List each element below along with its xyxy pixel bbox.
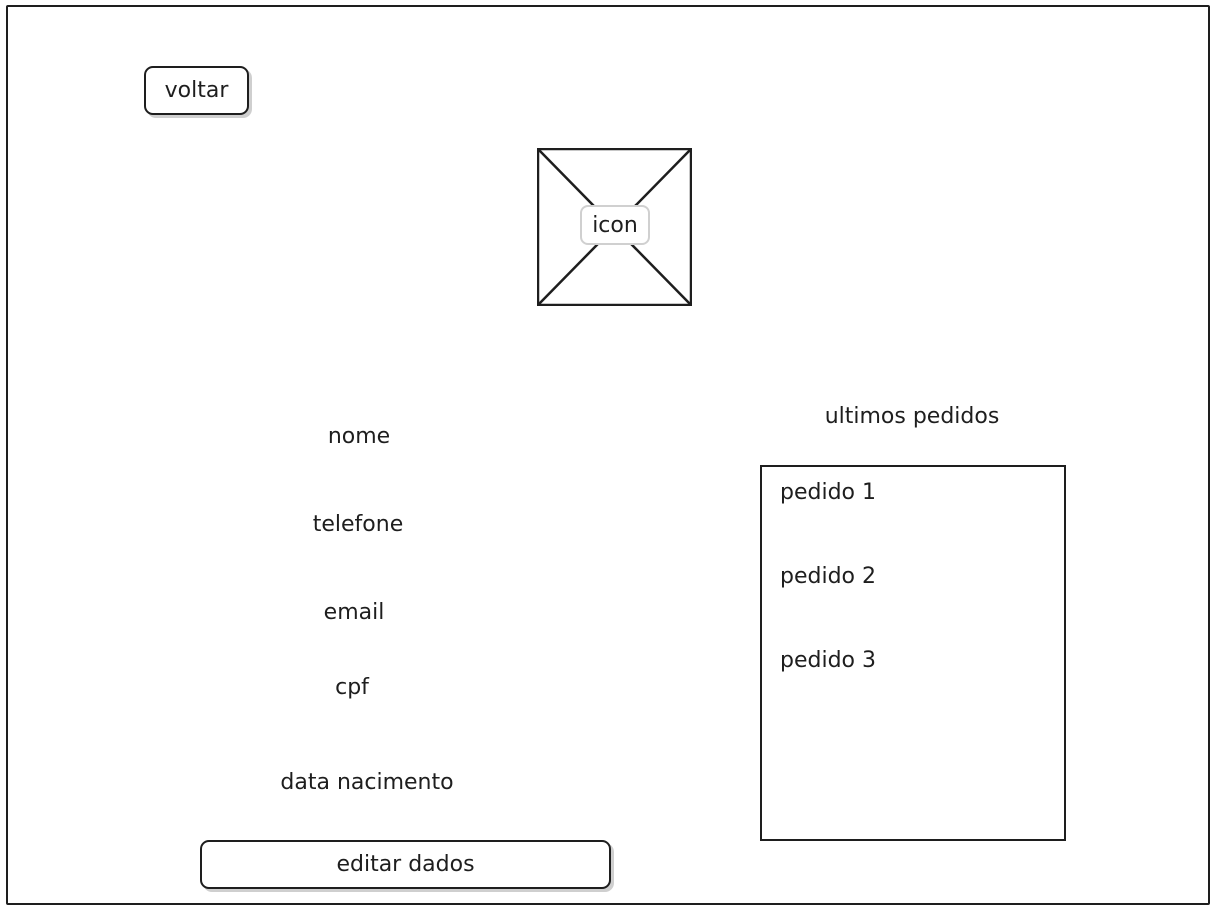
field-nome: nome	[327, 424, 391, 449]
order-item-2[interactable]: pedido 2	[780, 564, 876, 589]
edit-data-button[interactable]: editar dados	[200, 840, 611, 889]
field-email: email	[323, 600, 385, 625]
back-button[interactable]: voltar	[144, 66, 249, 115]
avatar-label: icon	[580, 205, 650, 245]
orders-title: ultimos pedidos	[824, 404, 1000, 429]
field-telefone: telefone	[312, 512, 404, 537]
field-data-nacimento: data nacimento	[280, 770, 454, 795]
avatar-label-text: icon	[592, 212, 638, 238]
orders-list: pedido 1 pedido 2 pedido 3	[760, 465, 1066, 841]
order-item-1[interactable]: pedido 1	[780, 480, 876, 505]
field-cpf: cpf	[335, 675, 369, 700]
back-button-label: voltar	[164, 78, 229, 103]
order-item-3[interactable]: pedido 3	[780, 648, 876, 673]
edit-data-button-label: editar dados	[336, 852, 475, 877]
page-frame	[6, 5, 1210, 905]
